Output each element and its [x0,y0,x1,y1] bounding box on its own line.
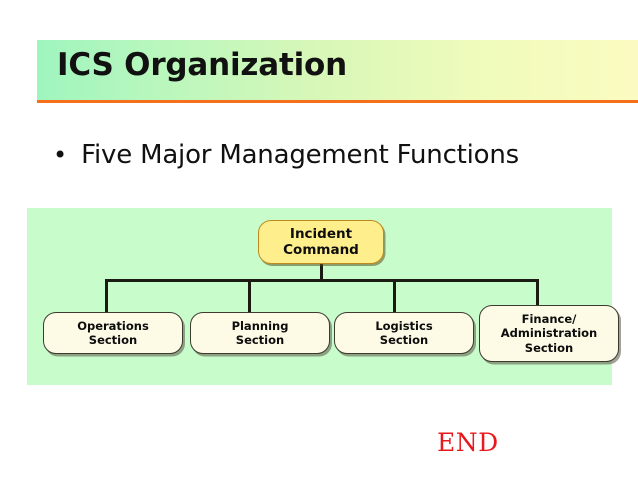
org-node-logistics-section[interactable]: Logistics Section [334,312,474,354]
org-node-incident-command[interactable]: Incident Command [258,220,384,264]
org-node-line: Section [235,333,285,347]
connector-command-stem [320,264,323,281]
page-title: ICS Organization [57,47,347,83]
org-node-line: Administration [500,326,598,341]
connector-drop-finance-administration [536,279,539,306]
org-node-line: Planning [231,318,289,333]
connector-drop-planning [248,279,251,313]
connector-horizontal-bus [105,279,538,282]
title-band: ICS Organization [37,40,638,100]
org-node-planning-section[interactable]: Planning Section [190,312,330,354]
org-node-operations-section[interactable]: Operations Section [43,312,183,354]
org-node-line: Command [283,242,359,258]
title-underline-rule [37,100,638,103]
org-node-finance-administration-section[interactable]: Finance/ Administration Section [479,305,619,362]
end-label: END [437,428,499,457]
org-node-line: Logistics [375,318,433,333]
org-node-line: Operations [77,318,149,333]
org-node-line: Incident [289,225,353,242]
org-node-line: Section [88,333,138,347]
org-node-line: Section [379,333,429,347]
bullet-item-label: Five Major Management Functions [81,140,520,170]
org-chart-panel: Incident Command Operations Section Plan… [27,208,619,385]
bullet-point-icon: • [53,141,68,169]
org-node-line: Finance/ [521,312,577,327]
connector-drop-operations [105,279,108,313]
connector-drop-logistics [393,279,396,313]
org-node-line: Section [524,340,574,355]
bullet-list-item: • Five Major Management Functions [53,140,519,170]
